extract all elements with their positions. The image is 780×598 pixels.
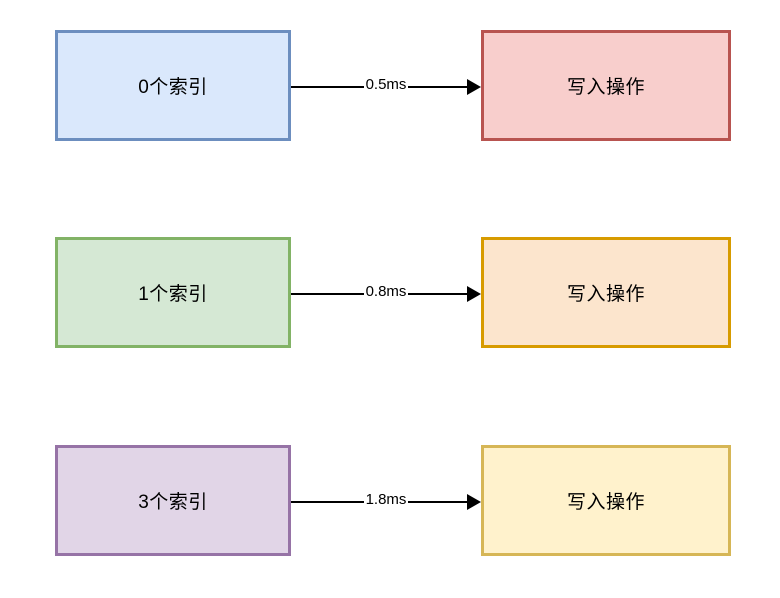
node-source-1-index[interactable]: 1个索引 <box>55 237 291 348</box>
node-source-3-index[interactable]: 3个索引 <box>55 445 291 556</box>
node-label: 1个索引 <box>138 284 208 305</box>
edge-1-index[interactable]: 0.8ms <box>291 237 481 348</box>
node-label: 0个索引 <box>138 77 208 98</box>
node-label: 写入操作 <box>566 284 645 305</box>
node-target-0-index[interactable]: 写入操作 <box>481 30 731 141</box>
node-target-3-index[interactable]: 写入操作 <box>481 445 731 556</box>
flow-row-0-index: 0个索引 0.5ms 写入操作 <box>0 30 780 141</box>
node-label: 3个索引 <box>138 492 208 513</box>
edge-0-index[interactable]: 0.5ms <box>291 30 481 141</box>
arrow-icon <box>291 494 481 510</box>
node-target-1-index[interactable]: 写入操作 <box>481 237 731 348</box>
edge-3-index[interactable]: 1.8ms <box>291 445 481 556</box>
node-label: 写入操作 <box>566 77 645 98</box>
node-label: 写入操作 <box>566 492 645 513</box>
flow-row-3-index: 3个索引 1.8ms 写入操作 <box>0 445 780 556</box>
flow-row-1-index: 1个索引 0.8ms 写入操作 <box>0 237 780 348</box>
arrow-icon <box>291 286 481 302</box>
node-source-0-index[interactable]: 0个索引 <box>55 30 291 141</box>
arrow-icon <box>291 79 481 95</box>
